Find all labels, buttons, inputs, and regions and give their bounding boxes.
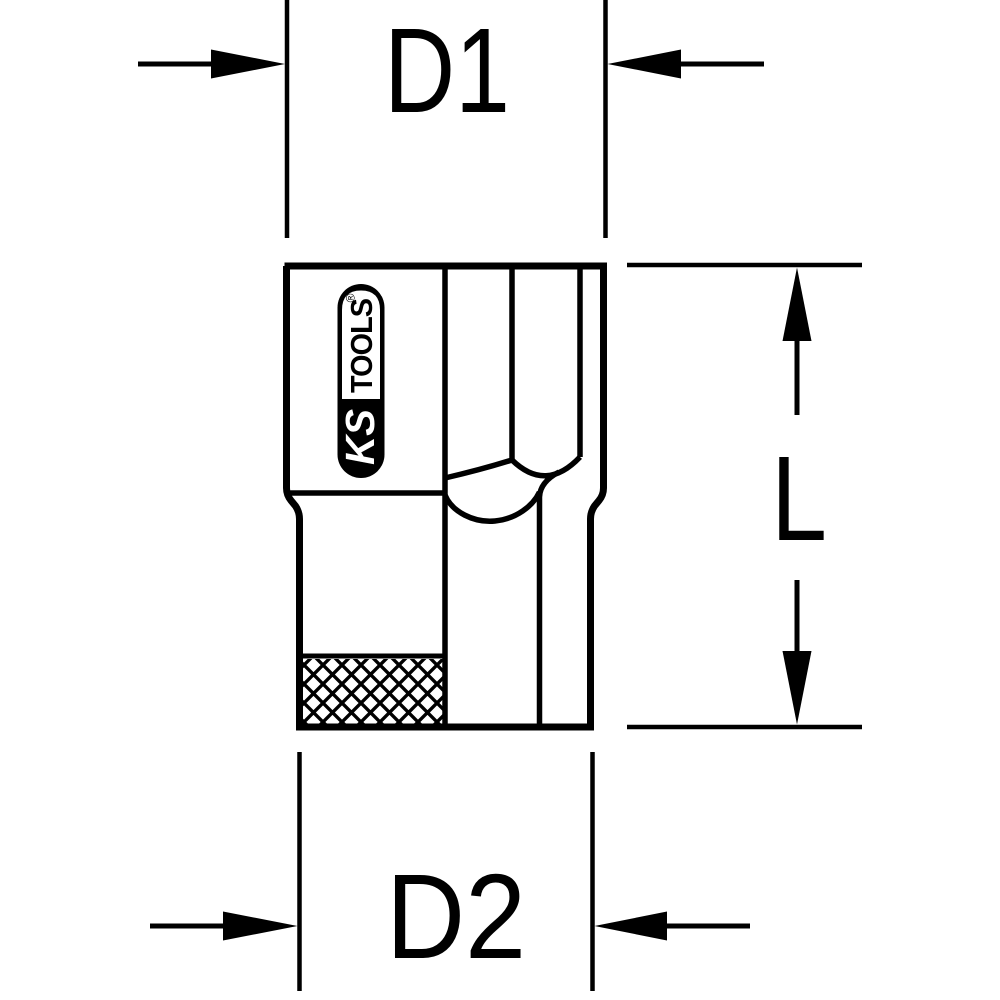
logo-text-ks: KS bbox=[337, 409, 383, 465]
d1-arrowhead-left-icon bbox=[211, 49, 285, 79]
l-arrowhead-down-icon bbox=[782, 651, 812, 725]
dimension-l: L bbox=[627, 262, 862, 730]
l-arrowhead-up-icon bbox=[782, 267, 812, 341]
knurl-crosshatch bbox=[302, 659, 443, 724]
d1-arrowhead-right-icon bbox=[607, 49, 681, 79]
d2-label: D2 bbox=[386, 848, 526, 984]
logo-text-tools: TOOLS bbox=[344, 299, 379, 393]
socket-opening-scallop bbox=[442, 490, 542, 524]
logo-registered-mark: ® bbox=[344, 293, 358, 302]
ks-tools-logo: TOOLS ® KS bbox=[337, 284, 385, 478]
hex-chamfer-arc-left bbox=[444, 457, 513, 481]
hex-chamfer-arc-right bbox=[510, 455, 582, 479]
l-label: L bbox=[771, 430, 827, 566]
socket-body bbox=[283, 262, 607, 731]
d2-arrowhead-left-icon bbox=[223, 911, 298, 941]
d1-label: D1 bbox=[384, 2, 510, 138]
logo-pill-white-area bbox=[342, 290, 380, 399]
d2-arrowhead-right-icon bbox=[594, 911, 667, 941]
dimension-d2: D2 bbox=[150, 752, 750, 991]
dimension-d1: D1 bbox=[138, 0, 764, 238]
